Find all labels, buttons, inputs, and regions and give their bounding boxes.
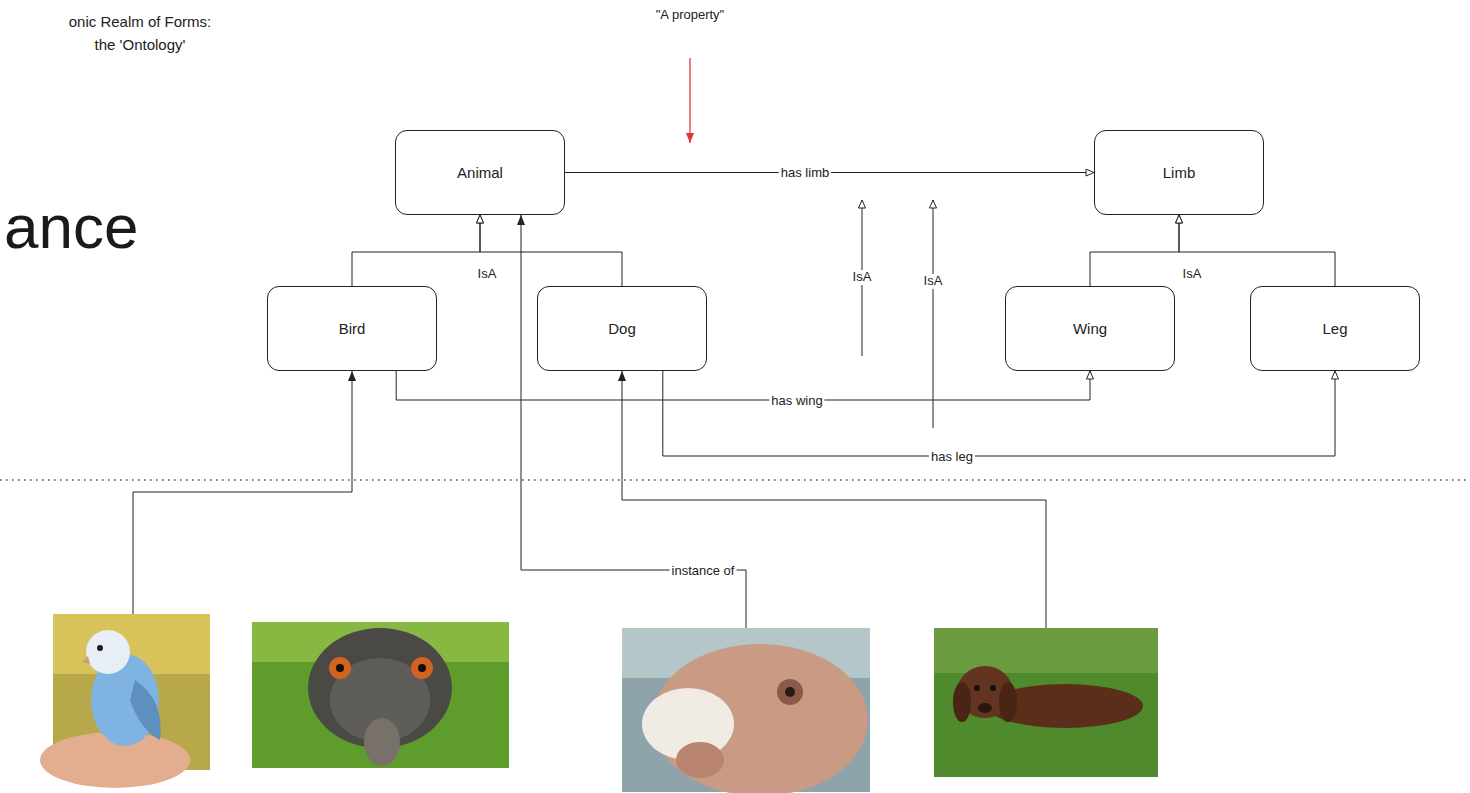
heading-note: onic Realm of Forms: the 'Ontology' [60,10,220,56]
emu-pupil [418,664,426,672]
dog-nose [978,703,992,713]
bird-wing [130,680,161,740]
isa-arrow [933,200,934,428]
relation-label: has limb [779,166,831,181]
edge-label-wrap: has leg [929,447,975,465]
annotation-label: instance of [670,564,737,579]
class-name: Limb [1163,164,1196,182]
pointer-arrow [689,58,690,143]
class-box: Wing [1005,286,1175,371]
class-box: Dog [537,286,707,371]
instance-line [133,371,352,614]
relation-connector [480,215,622,286]
budgie-photo [40,614,210,788]
dog-eye [990,685,996,691]
edge-label-wrap: IsA [476,264,499,282]
photo-ground [934,628,1158,777]
class-box: Limb [1094,130,1264,215]
class-name: Leg [1322,320,1347,338]
emu-eye [411,657,433,679]
class-name: Animal [457,164,503,182]
emu-beak [364,718,400,766]
title-wrap: ance [4,196,138,258]
label-wrap: IsA [851,267,874,285]
bird-eye [97,645,103,651]
slide-title: ance [4,192,138,261]
walrus-chin [676,742,724,778]
annotation-label: IsA [922,274,945,289]
class-box: Leg [1250,286,1420,371]
label-wrap: instance of [670,561,737,579]
dachshund-photo [934,628,1158,777]
photo-ground [934,628,1158,673]
edge-label-wrap: has limb [779,163,831,181]
annotation-label: IsA [851,270,874,285]
dog-ear [953,682,971,722]
emu-photo [252,622,509,768]
class-name: Bird [339,320,366,338]
emu-eye [329,657,351,679]
dog-ear [999,682,1017,722]
bird-beak [82,656,90,664]
walrus-pupil [785,687,795,697]
relation-connector [1090,215,1179,286]
bird-head [86,630,130,674]
class-name: Dog [608,320,636,338]
edge-label-wrap: IsA [1181,264,1204,282]
edge-label-wrap: has wing [769,391,824,409]
annotation-label: "A property" [654,8,727,23]
relation-label: has leg [929,450,975,465]
instance-line [622,371,1046,628]
relation-connector [352,215,480,286]
walrus-eye [777,679,803,705]
photo-ground [252,622,509,768]
class-name: Wing [1073,320,1107,338]
class-box: Animal [395,130,565,215]
class-box: Bird [267,286,437,371]
separator-line [0,479,1470,481]
emu-pupil [336,664,344,672]
label-wrap: "A property" [654,5,727,23]
label-wrap: IsA [922,271,945,289]
label-wrap: onic Realm of Forms: the 'Ontology' [60,10,220,56]
instance-line [521,215,746,628]
relation-connector [1179,215,1335,286]
dog-eye [974,685,980,691]
relation-label: IsA [476,267,499,282]
relation-label: IsA [1181,267,1204,282]
walrus-photo [622,628,870,793]
relation-label: has wing [769,394,824,409]
relation-connector [396,371,1090,400]
relation-connector [663,371,1335,456]
